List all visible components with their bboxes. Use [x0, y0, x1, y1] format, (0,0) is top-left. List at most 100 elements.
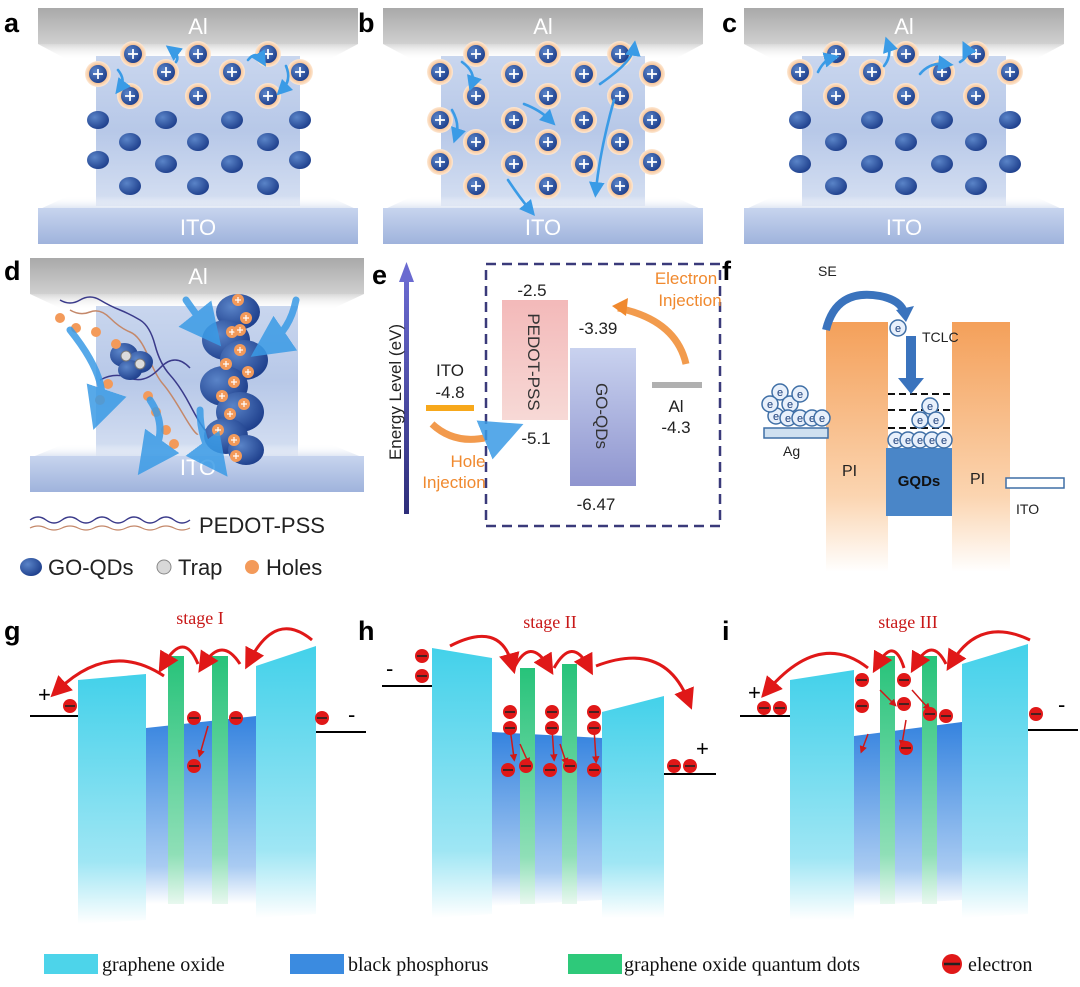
ito-electrode: [1005, 477, 1065, 489]
svg-text:e: e: [767, 399, 773, 411]
legend-holes-icon: [245, 560, 259, 574]
electron: [667, 759, 681, 773]
go-qd-dot: [257, 133, 279, 151]
hole-injection-1: Hole: [451, 452, 486, 471]
al-name: Al: [668, 397, 683, 416]
electron: [939, 709, 953, 723]
se-label: SE: [818, 263, 837, 279]
legend-goqd-icon: [20, 558, 42, 576]
h-right-polarity: +: [696, 736, 709, 761]
gqds-label: GQDs: [898, 473, 941, 490]
svg-text:e: e: [785, 413, 791, 425]
legend-black-phosphorus-swatch: [290, 954, 344, 974]
gqds-block: [886, 448, 952, 516]
ito-electrode-label: ITO: [1016, 501, 1039, 517]
hole-particle: [501, 61, 527, 87]
hole-injection-arrow: [429, 420, 524, 460]
electron-symbol: e: [761, 395, 779, 413]
go-qd-dot: [999, 111, 1021, 129]
se-arrowhead: [896, 306, 914, 322]
electron-injection-2: Injection: [658, 291, 721, 310]
h-left-polarity: -: [386, 656, 393, 681]
legend-goqd-label: GO-QDs: [48, 555, 134, 580]
hole-particle: [120, 41, 146, 67]
go-qd-dot: [221, 155, 243, 173]
hole-particle: [463, 41, 489, 67]
hole-particle: [639, 149, 665, 175]
se-arrow: [822, 290, 908, 332]
stage-iii-label: stage III: [878, 612, 937, 632]
goqds-name: GO-QDs: [592, 383, 611, 449]
hole-particle: [535, 173, 561, 199]
ito-name: ITO: [436, 361, 464, 380]
hole-particle: [85, 61, 111, 87]
hole-particle: [153, 59, 179, 85]
svg-text:e: e: [819, 413, 825, 425]
hole-particle: [571, 151, 597, 177]
panel-g: [30, 646, 366, 924]
charge-flow-arrows: [115, 36, 977, 216]
tclc-arrowhead: [898, 378, 924, 394]
panel-d-letter: d: [4, 256, 21, 286]
go-qd-dot: [289, 151, 311, 169]
go-qd-dot: [965, 133, 987, 151]
legend-trap-icon: [156, 559, 172, 575]
svg-text:e: e: [933, 415, 939, 427]
electron-symbol: e: [779, 409, 797, 427]
panel-b-letter: b: [358, 8, 375, 38]
panel-b-al-label: Al: [533, 14, 553, 39]
electron: [855, 699, 869, 713]
electron: [683, 759, 697, 773]
electron: [897, 697, 911, 711]
stage-i-label: stage I: [176, 608, 223, 628]
legend-pedot-line-1: [29, 516, 191, 524]
hole-particle: [427, 59, 453, 85]
pedot-name: PEDOT-PSS: [524, 313, 543, 410]
bottom-legend: graphene oxide black phosphorus graphene…: [44, 954, 1032, 976]
pi-right-label: PI: [970, 471, 985, 488]
electron-symbol: e: [771, 383, 789, 401]
go-qd-dot: [187, 177, 209, 195]
hole-particle: [823, 83, 849, 109]
electron-symbol: e: [921, 397, 939, 415]
pi-left-barrier: [826, 322, 888, 572]
legend-graphene-oxide-label: graphene oxide: [102, 954, 225, 976]
hole-particle: [287, 59, 313, 85]
electron: [519, 759, 533, 773]
hole-particle: [427, 149, 453, 175]
device-frame: [484, 262, 722, 528]
svg-text:e: e: [773, 411, 779, 423]
go-qd-dot: [187, 133, 209, 151]
legend-pedot-line-2: [29, 525, 191, 531]
legend-black-phosphorus-label: black phosphorus: [348, 954, 489, 976]
hole-particle: [639, 107, 665, 133]
go-qd-dot: [895, 177, 917, 195]
electron: [543, 763, 557, 777]
electron: [187, 759, 201, 773]
svg-text:e: e: [787, 399, 793, 411]
legend-quantum-dots-label: graphene oxide quantum dots: [624, 954, 860, 976]
hole-particle: [185, 83, 211, 109]
hole-particle: [859, 59, 885, 85]
svg-text:e: e: [905, 435, 911, 447]
legend-electron-label: electron: [968, 954, 1032, 976]
hole-particle: [639, 61, 665, 87]
electron: [757, 701, 771, 715]
electron: [563, 759, 577, 773]
hole-particle: [787, 59, 813, 85]
hole-particle: [823, 41, 849, 67]
go-qd-dot: [825, 177, 847, 195]
electron-symbol: e: [813, 409, 831, 427]
hole-particle: [535, 41, 561, 67]
go-qd-dot: [965, 177, 987, 195]
electron: [315, 711, 329, 725]
go-qd-dot: [87, 111, 109, 129]
go-qd-cluster-large: [200, 294, 268, 465]
panel-c-al-label: Al: [894, 14, 914, 39]
hole-particle: [571, 107, 597, 133]
ito-value: -4.8: [435, 383, 464, 402]
electron-injection-arrow: [617, 304, 690, 365]
electron-symbol: e: [935, 431, 953, 449]
electron: [229, 711, 243, 725]
